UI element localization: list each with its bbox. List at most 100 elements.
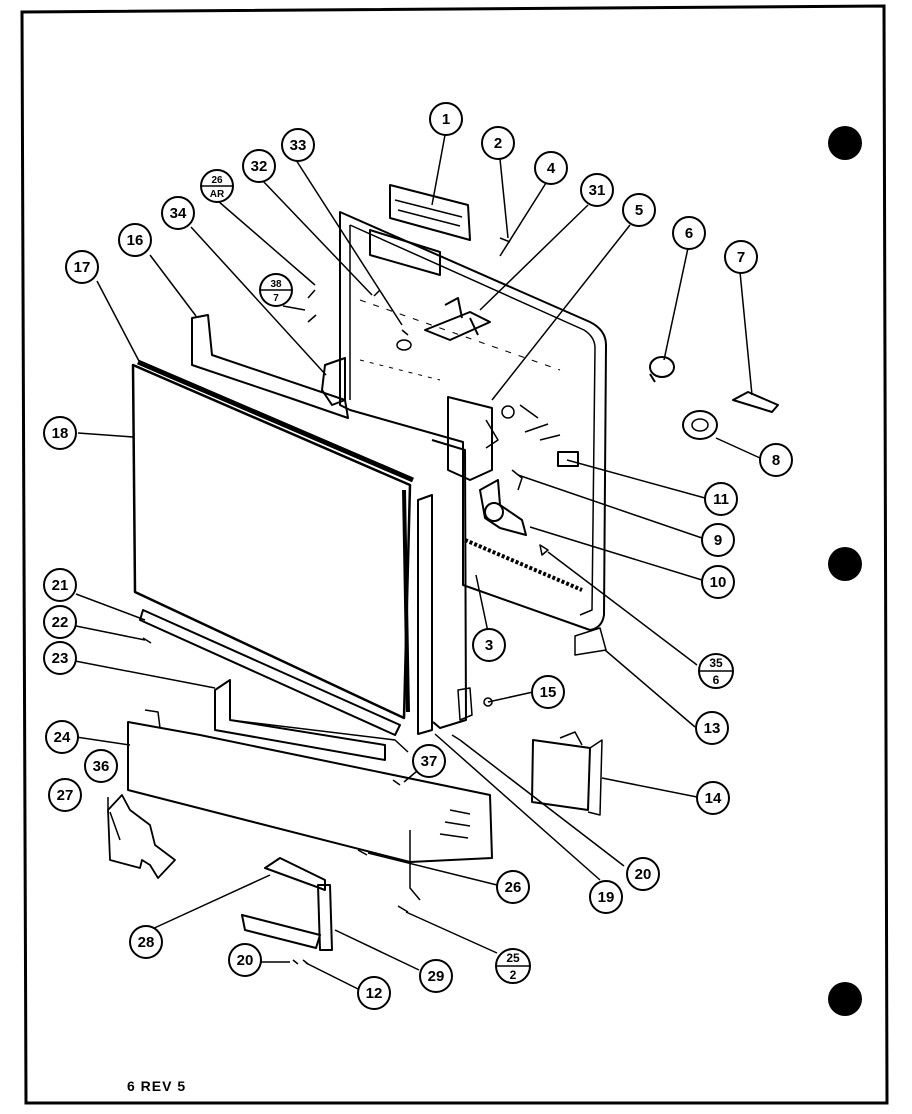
side-trim-strip <box>417 494 433 735</box>
bottom-trim-strip <box>139 609 401 736</box>
leader-lines <box>74 134 761 991</box>
callout-10: 10 <box>701 565 735 599</box>
svg-text:27: 27 <box>57 787 74 804</box>
svg-text:33: 33 <box>290 137 307 154</box>
callout-2: 2 <box>481 126 515 160</box>
svg-text:4: 4 <box>547 160 556 177</box>
toe-plate <box>127 709 493 901</box>
inner-door-panel <box>339 211 607 656</box>
callout-4: 4 <box>534 151 568 185</box>
svg-text:19: 19 <box>598 889 615 906</box>
side-frame <box>191 314 349 419</box>
callout-8: 8 <box>759 443 793 477</box>
callout-20-bottom: 20 <box>228 943 262 977</box>
svg-text:31: 31 <box>589 182 606 199</box>
svg-text:38: 38 <box>270 279 282 290</box>
svg-text:20: 20 <box>237 952 254 969</box>
callout-17: 17 <box>65 250 99 284</box>
svg-text:26: 26 <box>211 175 223 186</box>
callout-26-ar: 26 AR <box>200 169 234 203</box>
screws <box>142 237 511 965</box>
svg-text:3: 3 <box>485 637 493 654</box>
side-channel <box>431 439 473 729</box>
svg-text:14: 14 <box>705 790 722 807</box>
callout-19: 19 <box>589 880 623 914</box>
svg-text:28: 28 <box>138 934 155 951</box>
bottom-bracket <box>241 884 333 951</box>
svg-text:32: 32 <box>251 158 268 175</box>
callout-31: 31 <box>580 173 614 207</box>
lower-kick-panel <box>214 679 409 761</box>
svg-text:6: 6 <box>685 225 693 242</box>
svg-text:6: 6 <box>713 673 720 687</box>
svg-text:26: 26 <box>505 879 522 896</box>
callout-15: 15 <box>531 675 565 709</box>
callout-20-right: 20 <box>626 857 660 891</box>
svg-text:22: 22 <box>52 614 69 631</box>
svg-text:13: 13 <box>704 720 721 737</box>
outer-door-panel <box>131 359 414 720</box>
svg-text:2: 2 <box>510 968 517 982</box>
svg-text:7: 7 <box>273 293 279 304</box>
svg-text:20: 20 <box>635 866 652 883</box>
callout-34: 34 <box>161 196 195 230</box>
callout-5: 5 <box>622 193 656 227</box>
svg-text:2: 2 <box>494 135 502 152</box>
svg-text:17: 17 <box>74 259 91 276</box>
page-revision-label: 6 REV 5 <box>127 1078 187 1094</box>
callout-9: 9 <box>701 523 735 557</box>
svg-text:24: 24 <box>54 729 71 746</box>
callout-1: 1 <box>429 102 463 136</box>
svg-text:5: 5 <box>635 202 643 219</box>
callout-38-7: 38 7 <box>259 273 293 307</box>
dispenser-assembly <box>424 297 491 341</box>
hinge-bracket <box>321 357 346 406</box>
panel-small-parts <box>501 404 579 491</box>
callout-33: 33 <box>281 128 315 162</box>
callout-28: 28 <box>129 925 163 959</box>
svg-text:34: 34 <box>170 205 187 222</box>
callout-11: 11 <box>704 482 738 516</box>
callout-18: 18 <box>43 416 77 450</box>
binder-hole-top <box>828 126 862 160</box>
callouts: 1 2 4 31 5 6 7 8 11 9 10 13 14 15 3 37 2… <box>43 102 793 1010</box>
callout-3: 3 <box>472 628 506 662</box>
callout-27: 27 <box>48 778 82 812</box>
handle-lever <box>732 391 779 413</box>
svg-text:16: 16 <box>127 232 144 249</box>
callout-16: 16 <box>118 223 152 257</box>
top-vent-assembly <box>369 184 471 276</box>
svg-text:10: 10 <box>710 574 727 591</box>
svg-text:12: 12 <box>366 985 383 1002</box>
svg-text:11: 11 <box>713 491 729 508</box>
callout-26: 26 <box>496 870 530 904</box>
callout-12: 12 <box>357 976 391 1010</box>
callout-22: 22 <box>43 605 77 639</box>
callout-24: 24 <box>45 720 79 754</box>
control-knob <box>649 356 675 383</box>
svg-text:18: 18 <box>52 425 69 442</box>
svg-text:37: 37 <box>421 753 438 770</box>
svg-text:29: 29 <box>428 968 445 985</box>
svg-text:23: 23 <box>52 650 69 667</box>
insulation-blanket <box>107 794 176 879</box>
svg-text:9: 9 <box>714 532 722 549</box>
svg-text:36: 36 <box>93 758 110 775</box>
svg-text:AR: AR <box>210 189 225 200</box>
callout-32: 32 <box>242 149 276 183</box>
callout-36: 36 <box>84 749 118 783</box>
support-brace <box>264 857 326 891</box>
binder-hole-middle <box>828 547 862 581</box>
door-latch-assembly <box>479 479 549 556</box>
svg-text:8: 8 <box>772 452 780 469</box>
svg-text:15: 15 <box>540 684 557 701</box>
callout-23: 23 <box>43 641 77 675</box>
callout-14: 14 <box>696 781 730 815</box>
svg-text:25: 25 <box>506 951 520 965</box>
svg-text:7: 7 <box>737 249 745 266</box>
callout-37: 37 <box>412 744 446 778</box>
fraction-callouts: 26 AR 38 7 35 6 25 2 <box>200 169 734 984</box>
callout-6: 6 <box>672 216 706 250</box>
callout-25-2: 25 2 <box>495 948 531 984</box>
